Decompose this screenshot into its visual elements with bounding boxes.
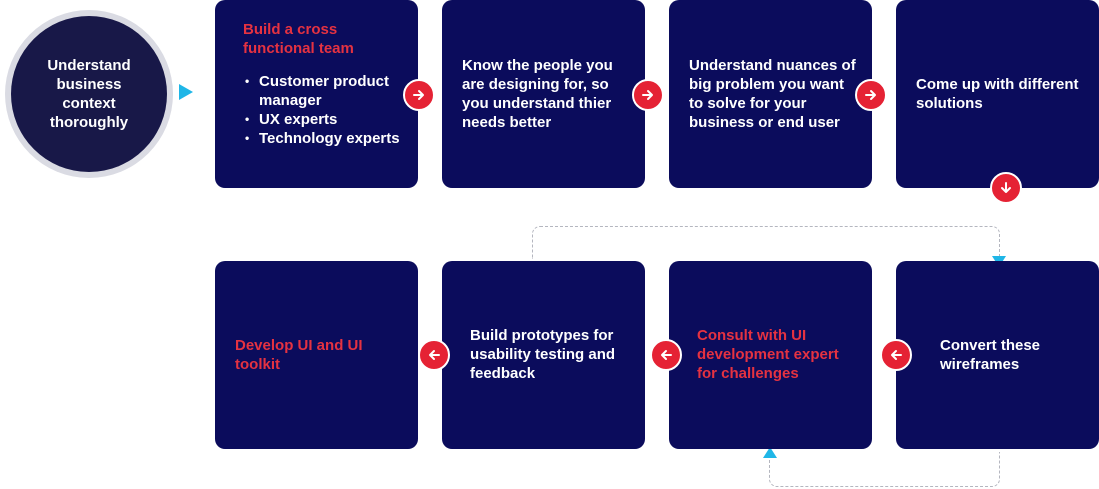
arrow-left-icon <box>891 350 902 360</box>
step-1-bullet: Technology experts <box>243 129 406 148</box>
step-5-text: Convert these wireframes <box>940 337 1041 373</box>
arrow-right-icon <box>865 90 876 100</box>
start-label: Understand business context thoroughly <box>47 57 131 131</box>
triangle-right-icon <box>179 84 193 100</box>
step-box-7: Build prototypes for usability testing a… <box>442 261 645 449</box>
step-1-bullet: UX experts <box>243 110 406 129</box>
start-circle-inner: Understand business context thoroughly <box>11 16 167 172</box>
triangle-up-icon <box>763 447 777 458</box>
arrow-left-icon <box>661 350 672 360</box>
arrow-left-icon <box>429 350 440 360</box>
next-step-button[interactable] <box>403 79 435 111</box>
arrow-right-icon <box>413 90 424 100</box>
step-box-1: Build a cross functional team Customer p… <box>215 0 418 188</box>
step-2-text: Know the people you are designing for, s… <box>462 57 613 131</box>
step-box-4: Come up with different solutions <box>896 0 1099 188</box>
step-1-bullet-list: Customer product manager UX experts Tech… <box>243 72 406 148</box>
arrow-down-icon <box>1001 182 1011 193</box>
back-step-button[interactable] <box>418 339 450 371</box>
start-circle: Understand business context thoroughly <box>5 10 173 178</box>
next-step-button[interactable] <box>632 79 664 111</box>
arrow-right-icon <box>642 90 653 100</box>
dashed-loop-top <box>532 226 1000 259</box>
step-8-text: Develop UI and UI toolkit <box>235 337 363 373</box>
back-step-button[interactable] <box>650 339 682 371</box>
step-1-title: Build a cross functional team <box>243 21 354 57</box>
step-box-8: Develop UI and UI toolkit <box>215 261 418 449</box>
next-step-button[interactable] <box>855 79 887 111</box>
dashed-loop-bottom <box>769 452 1000 487</box>
step-3-text: Understand nuances of big problem you wa… <box>689 57 856 131</box>
step-1-bullet: Customer product manager <box>243 72 406 110</box>
step-box-2: Know the people you are designing for, s… <box>442 0 645 188</box>
back-step-button[interactable] <box>880 339 912 371</box>
down-step-button[interactable] <box>990 172 1022 204</box>
step-7-text: Build prototypes for usability testing a… <box>470 327 616 382</box>
step-6-text: Consult with UI development expert for c… <box>697 327 839 382</box>
step-box-6: Consult with UI development expert for c… <box>669 261 872 449</box>
step-4-text: Come up with different solutions <box>916 76 1079 112</box>
step-box-3: Understand nuances of big problem you wa… <box>669 0 872 188</box>
step-box-5: Convert these wireframes <box>896 261 1099 449</box>
